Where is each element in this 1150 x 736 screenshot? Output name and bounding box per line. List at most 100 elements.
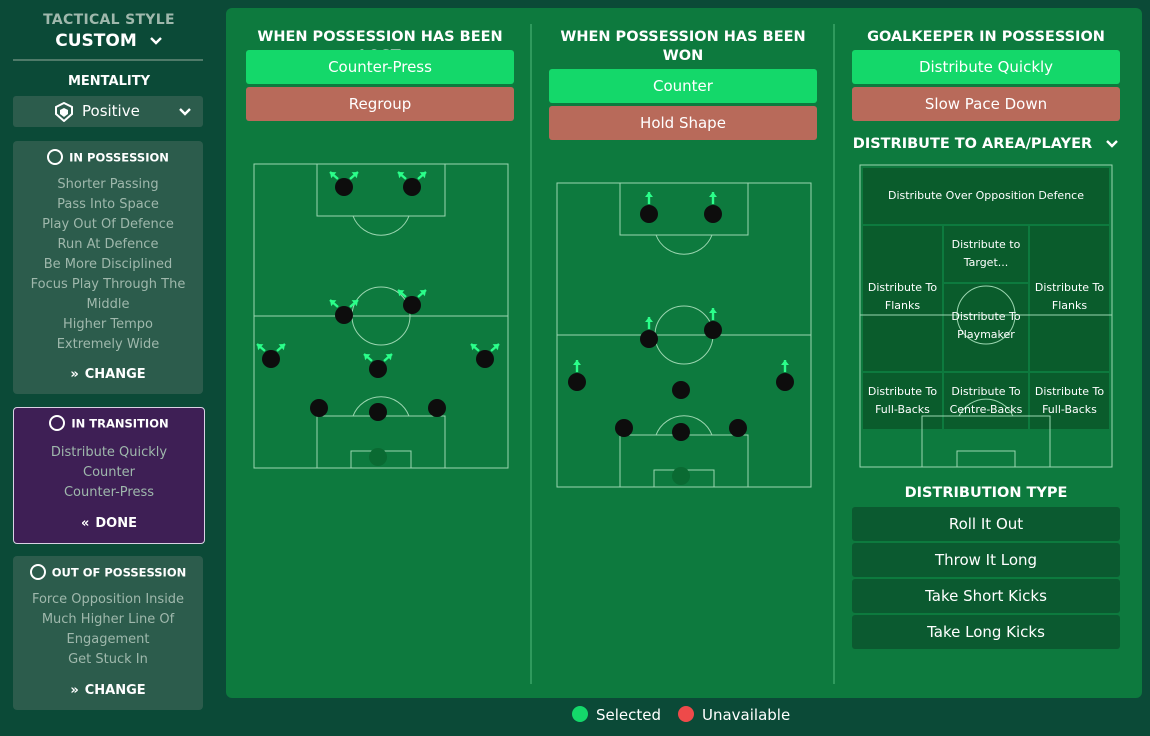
player-icon <box>568 373 586 391</box>
selected-dot-icon <box>572 705 588 722</box>
arrow-icon <box>781 360 789 365</box>
goalkeeper-icon <box>672 467 690 485</box>
player-icon <box>403 296 421 314</box>
in-transition-panel: IN TRANSITION Distribute Quickly Counter… <box>13 407 205 544</box>
arrow-icon <box>573 360 581 365</box>
distribute-area-dropdown[interactable]: DISTRIBUTE TO AREA/PLAYER <box>852 135 1120 154</box>
mentality-dropdown[interactable]: Positive <box>13 96 203 127</box>
unavailable-dot-icon <box>678 705 694 722</box>
area-target-player[interactable]: Distribute to Target... <box>944 226 1028 282</box>
transition-main-panel: WHEN POSSESSION HAS BEEN LOST Counter-Pr… <box>226 8 1142 698</box>
arrow-icon <box>398 172 405 179</box>
area-label: Distribute To <box>951 310 1021 323</box>
area-label: Target... <box>963 256 1009 269</box>
player-icon <box>335 178 353 196</box>
arrow-icon <box>645 192 653 197</box>
done-label: DONE <box>95 516 137 531</box>
hold-shape-button[interactable]: Hold Shape <box>549 106 817 140</box>
player-icon <box>335 306 353 324</box>
area-label: Centre-Backs <box>949 403 1023 416</box>
in-transition-done-button[interactable]: «DONE <box>14 516 204 531</box>
arrow-icon <box>398 290 405 297</box>
in-transition-list: Distribute Quickly Counter Counter-Press <box>14 443 204 503</box>
player-icon <box>476 350 494 368</box>
arrow-icon <box>492 344 499 351</box>
arrow-icon <box>709 308 717 313</box>
list-item: Pass Into Space <box>57 197 159 212</box>
area-label: Full-Backs <box>875 403 930 416</box>
area-flanks-left[interactable]: Distribute To Flanks <box>863 269 942 325</box>
player-icon <box>615 419 633 437</box>
column-divider <box>833 24 835 684</box>
arrow-icon <box>351 300 358 307</box>
area-label: Flanks <box>1051 299 1088 312</box>
player-icon <box>262 350 280 368</box>
list-item: Engagement <box>66 632 150 647</box>
area-label: Distribute To <box>1034 385 1105 398</box>
distribute-area-title: DISTRIBUTE TO AREA/PLAYER <box>852 136 1093 152</box>
chevron-down-icon <box>179 108 191 116</box>
arrow-icon <box>351 172 358 179</box>
penalty-arc-top <box>352 215 410 236</box>
area-playmaker[interactable]: Distribute To Playmaker <box>944 298 1028 354</box>
area-over-opposition-defence[interactable]: Distribute Over Opposition Defence <box>887 189 1084 202</box>
slow-pace-down-button[interactable]: Slow Pace Down <box>852 87 1120 121</box>
distribution-type-title: DISTRIBUTION TYPE <box>904 485 1068 501</box>
list-item: Middle <box>86 297 130 312</box>
area-label: Distribute to <box>951 238 1021 251</box>
out-of-possession-title: OUT OF POSSESSION <box>51 565 187 580</box>
out-of-possession-panel: OUT OF POSSESSION Force Opposition Insid… <box>13 556 203 710</box>
regroup-button[interactable]: Regroup <box>246 87 514 121</box>
player-icon <box>729 419 747 437</box>
area-flanks-right[interactable]: Distribute To Flanks <box>1030 269 1109 325</box>
column-divider <box>530 24 532 684</box>
take-long-kicks-button[interactable]: Take Long Kicks <box>852 615 1120 649</box>
counter-press-button[interactable]: Counter-Press <box>246 50 514 84</box>
player-icon <box>704 321 722 339</box>
in-possession-header: IN POSSESSION <box>13 149 203 166</box>
chevron-down-icon <box>1106 140 1119 148</box>
area-label: Distribute To <box>867 281 938 294</box>
change-label: CHANGE <box>84 367 146 382</box>
area-label: Flanks <box>884 299 921 312</box>
out-of-possession-change-button[interactable]: »CHANGE <box>13 683 203 698</box>
player-icon <box>369 360 387 378</box>
tactical-style-value: CUSTOM <box>55 31 137 51</box>
in-possession-change-button[interactable]: »CHANGE <box>13 367 203 382</box>
won-title: WHEN POSSESSION HAS BEEN WON <box>549 28 817 66</box>
area-full-backs-left[interactable]: Distribute To Full-Backs <box>863 373 942 429</box>
in-possession-panel: IN POSSESSION Shorter Passing Pass Into … <box>13 141 203 394</box>
list-item: Distribute Quickly <box>50 445 168 460</box>
take-short-kicks-button[interactable]: Take Short Kicks <box>852 579 1120 613</box>
sidebar: TACTICAL STYLE CUSTOM MENTALITY Positive… <box>0 0 218 736</box>
counter-button[interactable]: Counter <box>549 69 817 103</box>
goalkeeper-icon <box>369 448 387 466</box>
distribution-area-grid: Distribute Over Opposition Defence Distr… <box>859 164 1113 468</box>
throw-it-long-button[interactable]: Throw It Long <box>852 543 1120 577</box>
pitch-lines <box>859 164 1113 468</box>
player-icon <box>640 330 658 348</box>
area-full-backs-right[interactable]: Distribute To Full-Backs <box>1030 373 1109 429</box>
won-title-line2: WON <box>662 48 704 64</box>
list-item: Much Higher Line Of <box>41 612 175 627</box>
player-icon <box>428 399 446 417</box>
in-possession-list: Shorter Passing Pass Into Space Play Out… <box>13 175 203 355</box>
area-label: Distribute To <box>951 385 1021 398</box>
area-label: Full-Backs <box>1042 403 1097 416</box>
pitch-diagram-lost <box>253 163 509 469</box>
distribute-quickly-button[interactable]: Distribute Quickly <box>852 50 1120 84</box>
player-icon <box>672 381 690 399</box>
in-transition-title: IN TRANSITION <box>71 416 169 431</box>
arrow-icon <box>709 192 717 197</box>
mentality-label: MENTALITY <box>67 74 151 89</box>
arrow-icon <box>471 344 478 351</box>
arrow-icon <box>385 354 392 361</box>
area-centre-backs[interactable]: Distribute To Centre-Backs <box>944 373 1028 429</box>
football-icon <box>47 149 64 165</box>
roll-it-out-button[interactable]: Roll It Out <box>852 507 1120 541</box>
tactical-style-dropdown[interactable]: CUSTOM <box>0 31 218 51</box>
legend-unavailable: Unavailable <box>678 705 790 724</box>
list-item: Be More Disciplined <box>43 257 173 272</box>
legend-selected: Selected <box>572 705 661 724</box>
player-icon <box>776 373 794 391</box>
